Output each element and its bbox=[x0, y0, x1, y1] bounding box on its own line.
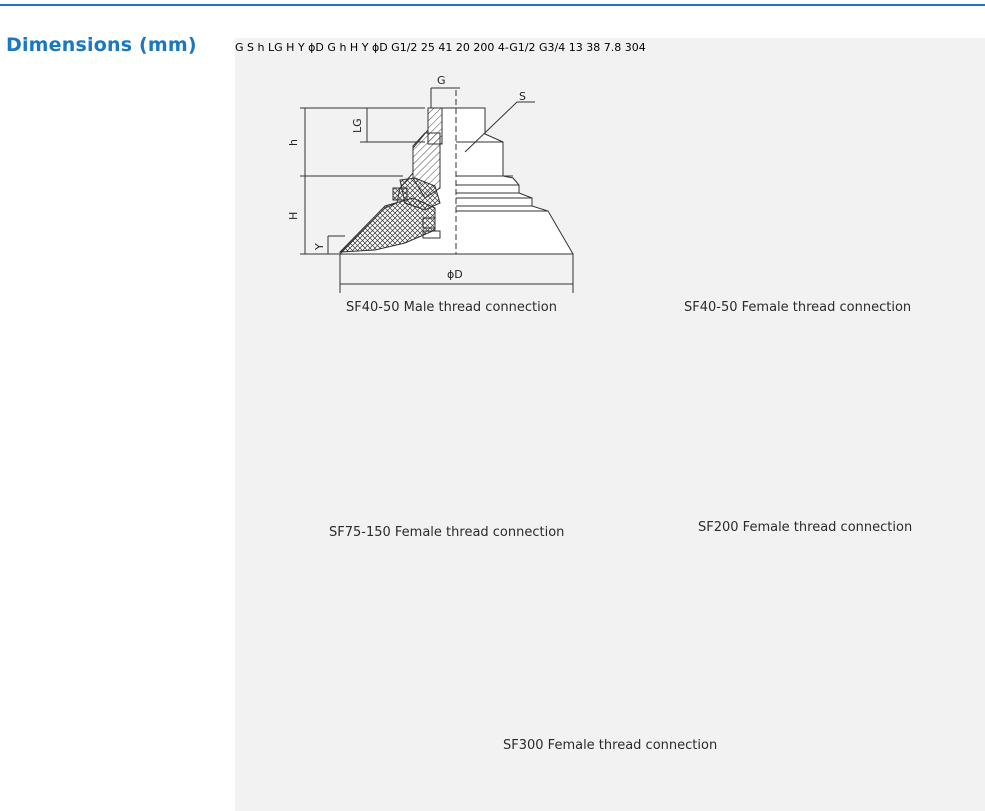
section-title: Dimensions (mm) bbox=[6, 34, 197, 56]
figure-sf200-labels: G1/2 25 41 20 200 bbox=[391, 41, 495, 54]
svg-text:H: H bbox=[287, 212, 300, 220]
technical-drawings: G S h LG H Y ϕD bbox=[287, 74, 574, 293]
top-divider bbox=[0, 4, 985, 6]
caption-sf200: SF200 Female thread connection bbox=[698, 520, 913, 535]
svg-text:h: h bbox=[287, 139, 300, 146]
caption-sf300: SF300 Female thread connection bbox=[503, 738, 718, 753]
caption-sf40-50-female: SF40-50 Female thread connection bbox=[684, 300, 912, 315]
svg-text:G: G bbox=[437, 74, 446, 87]
figure-sf300-labels: 4-G1/2 G3/4 13 38 7.8 304 bbox=[497, 41, 646, 54]
svg-text:ϕD: ϕD bbox=[447, 268, 463, 281]
figure-sf40-50-male bbox=[300, 87, 574, 293]
svg-text:Y: Y bbox=[313, 243, 326, 251]
figure-sf40-50-male-labels: G S h LG H Y ϕD bbox=[287, 74, 526, 281]
caption-sf75-150: SF75-150 Female thread connection bbox=[329, 525, 565, 540]
svg-text:LG: LG bbox=[351, 118, 364, 133]
caption-sf40-50-male: SF40-50 Male thread connection bbox=[346, 300, 557, 315]
drawings-panel: G S h LG H Y ϕD bbox=[235, 38, 985, 811]
figure-sf40-50-female-labels: G S h LG H Y ϕD bbox=[235, 41, 324, 54]
svg-text:S: S bbox=[519, 90, 526, 103]
figure-sf75-150-labels: G h H Y ϕD bbox=[327, 41, 388, 54]
